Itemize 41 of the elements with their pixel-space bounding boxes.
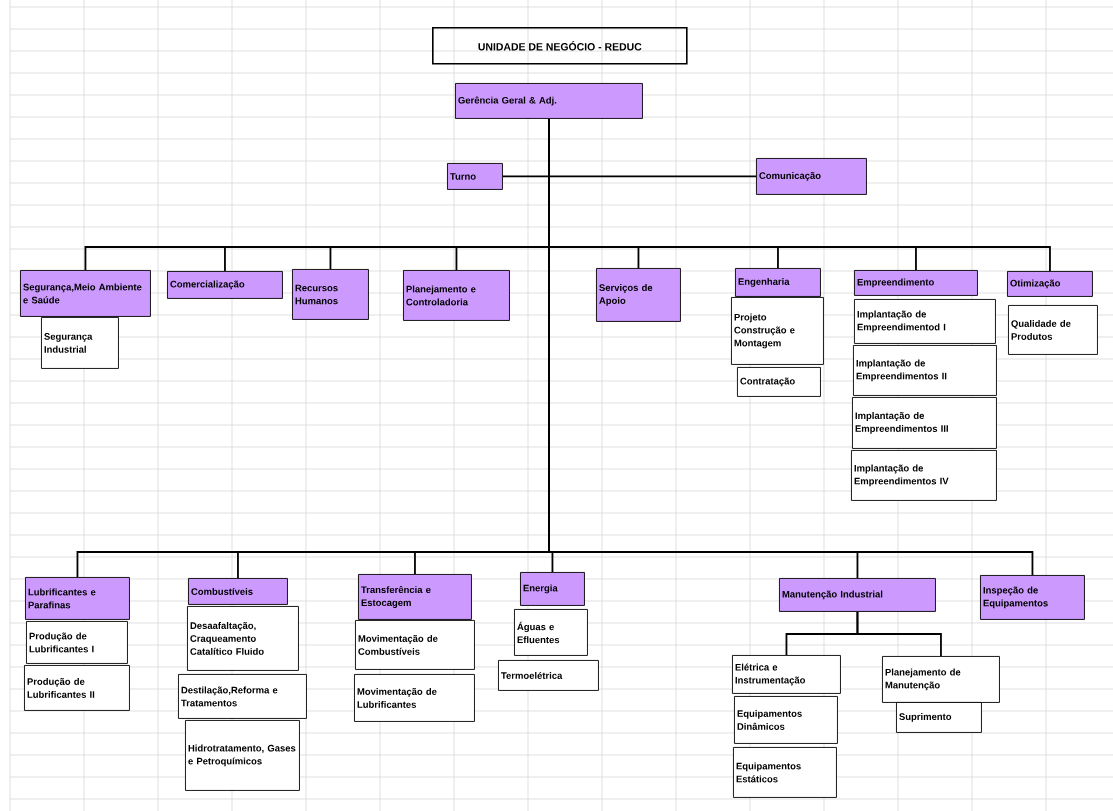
unit-box: Projeto Construção e Montagem [731, 297, 824, 365]
unit-box: Suprimento [896, 702, 982, 733]
unit-box: Implantação de Empreendimentos II [853, 345, 997, 396]
unit-box: Destilação,Reforma e Tratamentos [178, 674, 307, 719]
department-box: Comunicação [756, 158, 867, 195]
title-box: UNIDADE DE NEGÓCIO - REDUC [432, 27, 688, 65]
department-box: Transferência e Estocagem [358, 574, 472, 620]
unit-box: Desaafaltação, Craqueamento Catalítico Fluido [187, 606, 299, 671]
department-box: Comercialização [167, 271, 283, 299]
connector-line [548, 118, 1034, 576]
department-box: Serviços de Apoio [596, 268, 681, 322]
unit-box: Equipamentos Estáticos [733, 747, 837, 798]
unit-box: Contratação [737, 367, 821, 397]
department-box: Gerência Geral & Adj. [455, 83, 643, 119]
unit-box: Implantação de Empreendimentos IV [851, 450, 997, 501]
unit-box: Elétrica e Instrumentação [732, 655, 841, 694]
department-box: Empreendimento [854, 270, 978, 296]
unit-box: Produção de Lubrificantes I [26, 621, 128, 664]
department-box: Turno [447, 163, 503, 190]
department-box: Planejamento e Controladoria [403, 270, 510, 321]
department-box: Otimização [1007, 271, 1093, 297]
unit-box: Qualidade de Produtos [1008, 305, 1098, 355]
unit-box: Movimentação de Lubrificantes [354, 674, 475, 722]
department-box: Combustíveis [188, 578, 288, 605]
unit-box: Hidrotratamento, Gases e Petroquímicos [185, 720, 300, 791]
department-box: Recursos Humanos [292, 269, 369, 320]
unit-box: Segurança Industrial [41, 317, 119, 369]
department-box: Segurança,Meio Ambiente e Saúde [20, 270, 151, 317]
connector-line [856, 611, 942, 657]
department-box: Engenharia [735, 268, 821, 297]
unit-box: Implantação de Empreendimentod I [854, 299, 996, 344]
unit-box: Termoelétrica [498, 660, 599, 691]
department-box: Energia [520, 572, 585, 606]
unit-box: Movimentação de Combustíveis [355, 620, 475, 670]
department-box: Manutenção Industrial [779, 578, 936, 612]
department-box: Inspeção de Equipamentos [980, 575, 1085, 620]
unit-box: Equipamentos Dinâmicos [734, 696, 838, 744]
unit-box: Implantação de Empreendimentos III [852, 397, 997, 449]
unit-box: Águas e Efluentes [514, 609, 588, 656]
unit-box: Produção de Lubrificantes II [24, 665, 130, 711]
department-box: Lubrificantes e Parafinas [25, 577, 130, 620]
